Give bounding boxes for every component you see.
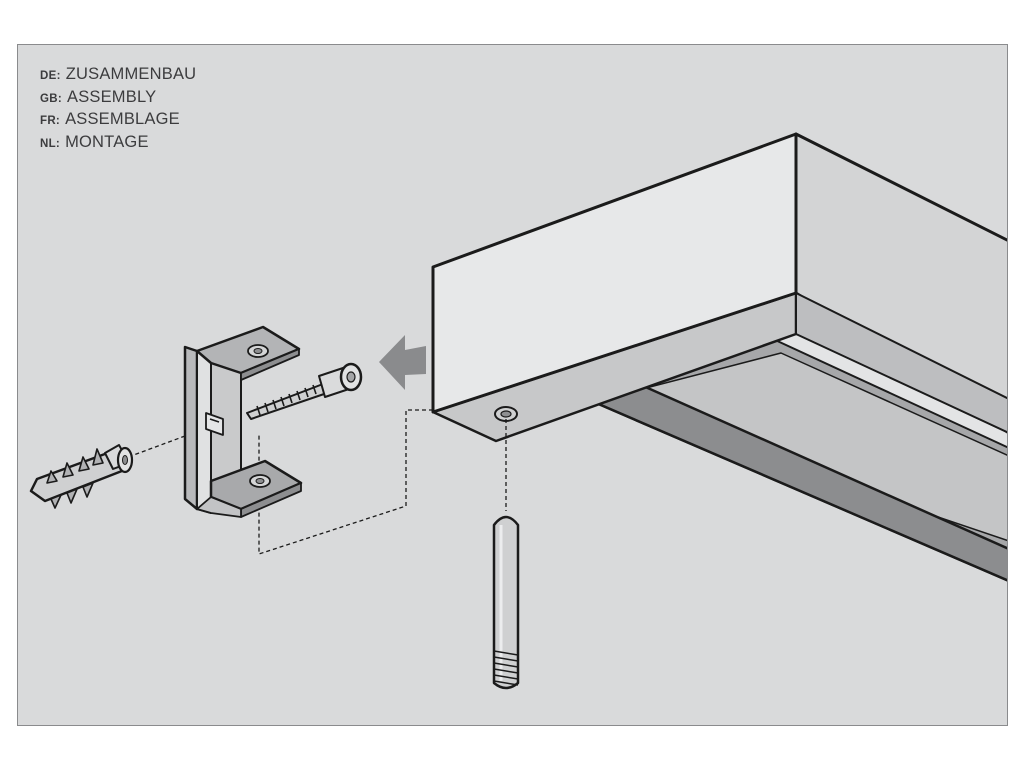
label-de-code: DE:	[40, 70, 61, 82]
language-labels: DE: ZUSAMMENBAU GB: ASSEMBLY FR: ASSEMBLAGE…	[40, 63, 196, 153]
label-gb-code: GB:	[40, 92, 62, 105]
label-gb: GB: ASSEMBLY	[40, 86, 196, 109]
label-fr: FR: ASSEMBLAGE	[40, 108, 196, 131]
label-fr-code: FR:	[40, 115, 61, 127]
rail-side-bevel	[795, 292, 1007, 434]
label-nl-code: NL:	[40, 137, 61, 150]
label-gb-text: ASSEMBLY	[66, 87, 157, 106]
curtain-rail-end	[431, 132, 1007, 582]
bracket-back-plate	[183, 345, 199, 511]
label-de: DE: ZUSAMMENBAU	[40, 63, 196, 86]
insertion-arrow	[379, 335, 426, 390]
wood-screw	[246, 362, 363, 420]
mounting-bracket	[183, 325, 303, 518]
label-de-text: ZUSAMMENBAU	[65, 65, 197, 83]
label-nl: NL: MONTAGE	[40, 131, 196, 154]
assembly-guide-lines	[130, 409, 507, 555]
label-fr-text: ASSEMBLAGE	[65, 110, 180, 128]
wall-plug	[29, 444, 134, 509]
assembly-illustration	[29, 132, 1007, 690]
label-nl-text: MONTAGE	[65, 132, 149, 151]
rail-end-face	[431, 132, 798, 414]
threaded-pin	[492, 515, 520, 690]
assembly-diagram-panel: DE: ZUSAMMENBAU GB: ASSEMBLY FR: ASSEMBLAGE…	[17, 44, 1008, 726]
